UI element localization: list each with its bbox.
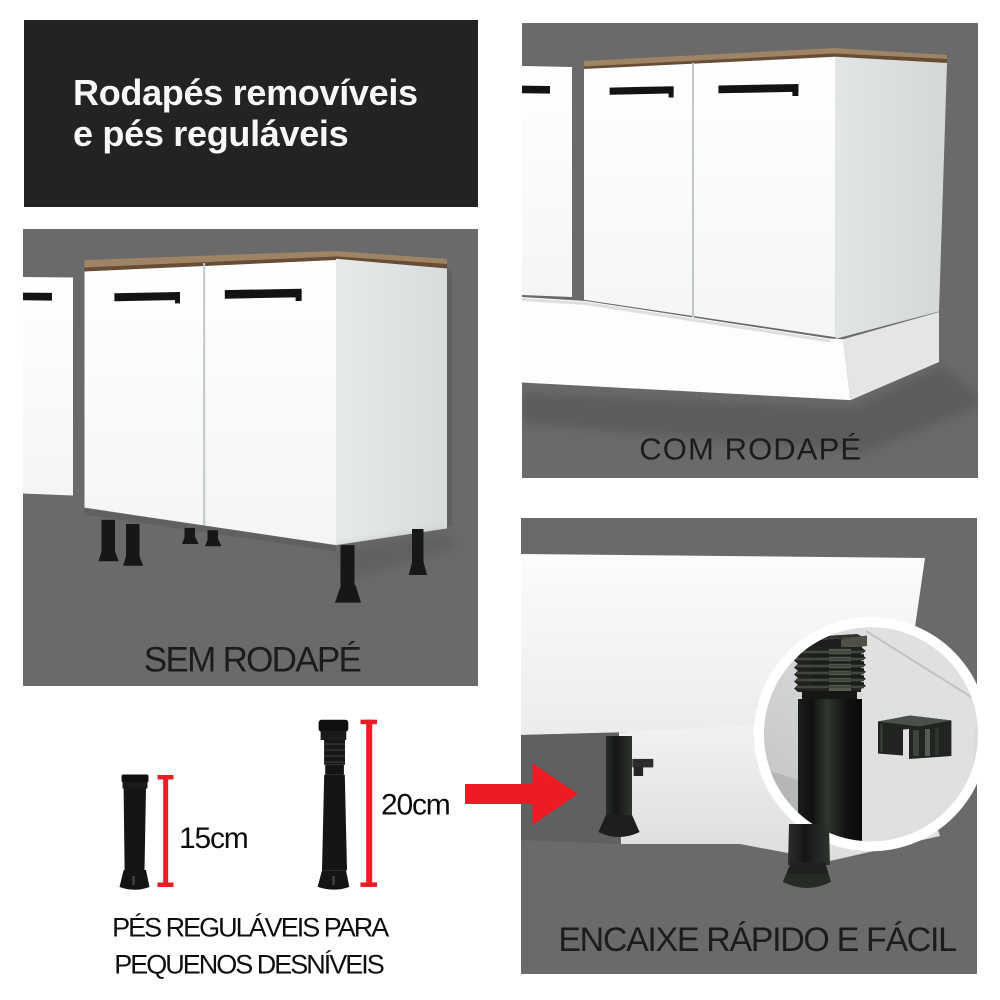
svg-text:20cm: 20cm: [381, 788, 450, 821]
svg-text:SEM RODAPÉ: SEM RODAPÉ: [144, 641, 361, 680]
svg-text:PEQUENOS DESNÍVEIS: PEQUENOS DESNÍVEIS: [114, 949, 384, 979]
svg-text:COM RODAPÉ: COM RODAPÉ: [639, 431, 862, 466]
svg-text:15cm: 15cm: [179, 822, 248, 855]
svg-text:PÉS REGULÁVEIS PARA: PÉS REGULÁVEIS PARA: [112, 913, 389, 943]
svg-text:ENCAIXE RÁPIDO E FÁCIL: ENCAIXE RÁPIDO E FÁCIL: [558, 921, 956, 959]
